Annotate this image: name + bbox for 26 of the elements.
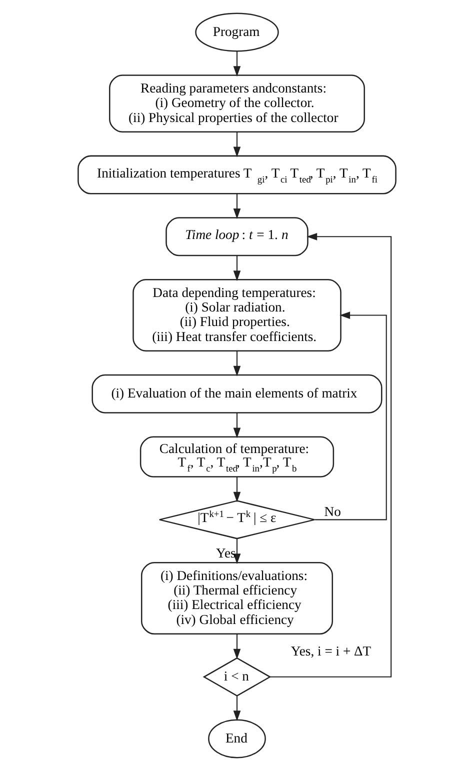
- node-box: Reading parameters andconstants: (i) Geometry of the collector. (ii) Physical properties of the collector: [109, 74, 365, 132]
- arrow: [233, 350, 241, 376]
- arrow: [314, 311, 387, 520]
- arrow: [233, 538, 241, 564]
- arrow: [233, 695, 241, 721]
- arrow: [270, 232, 392, 677]
- arrow: [233, 132, 241, 157]
- arrow: [233, 255, 241, 281]
- edge-label: Yes: [216, 544, 236, 560]
- node-box: (i) Evaluation of the main elements of matrix: [92, 374, 382, 413]
- node-diamond: i < n: [202, 656, 272, 696]
- arrow: [233, 634, 241, 659]
- node-box: (i) Definitions/evaluations: (ii) Thermal efficiency (iii) Electrical efficiency (iv) Global efficiency: [140, 562, 334, 634]
- node-diamond: |T$^{k+1}$ − T$^{k}$ | ≤ ε: [158, 500, 316, 539]
- node-ellipse: End: [208, 718, 266, 758]
- edge-label: No: [324, 503, 341, 518]
- node-box: Data depending temperatures: (i) Solar radiation. (ii) Fluid properties. (iii) Heat transfer coefficients.: [132, 278, 342, 352]
- arrow: [233, 193, 241, 219]
- arrow: [233, 412, 241, 438]
- node-box: Time loop: t = 1. n: [166, 216, 308, 256]
- node-box: Initialization temperatures T$_{gi}$, T$_{ci}$ T$_{ted}$, T$_{pi}$, T$_{in}$, T$_{fi}$: [78, 154, 396, 194]
- node-ellipse: Program: [195, 12, 279, 52]
- arrow: [233, 476, 241, 502]
- arrow: [233, 50, 241, 76]
- node-box: Calculation of temperature: T$_{f}$, T$_{c}$, T$_{ted}$, T$_{in}$,T$_{p}$, T$_{b}$: [140, 436, 334, 477]
- edge-label: Yes, i = i + ΔT: [290, 643, 372, 658]
